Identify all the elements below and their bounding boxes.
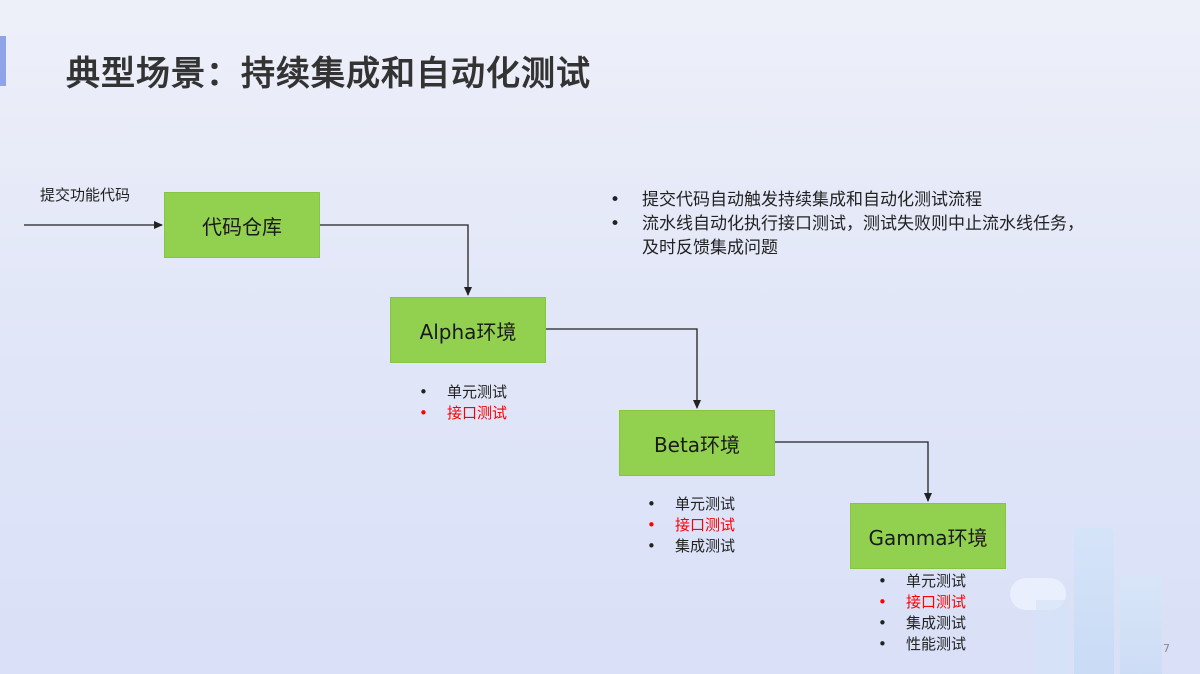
decorative-building — [1074, 528, 1114, 674]
title-accent-bar — [0, 36, 6, 86]
connector-alpha-to-beta — [546, 328, 701, 409]
test-item: 接口测试 — [647, 515, 735, 536]
gamma-test-list: 单元测试接口测试集成测试性能测试 — [878, 571, 966, 655]
node-gamma-environment: Gamma环境 — [850, 503, 1006, 569]
test-item: 接口测试 — [878, 592, 966, 613]
note-item: 流水线自动化执行接口测试，测试失败则中止流水线任务，及时反馈集成问题 — [610, 212, 1090, 260]
test-item: 单元测试 — [647, 494, 735, 515]
connector-repo-to-alpha — [320, 224, 472, 296]
decorative-building — [1120, 576, 1162, 674]
page-number: 7 — [1163, 642, 1170, 655]
test-item: 集成测试 — [647, 536, 735, 557]
alpha-test-list: 单元测试接口测试 — [419, 382, 507, 424]
beta-test-list: 单元测试接口测试集成测试 — [647, 494, 735, 557]
node-beta-environment: Beta环境 — [619, 410, 775, 476]
entry-label: 提交功能代码 — [40, 186, 131, 204]
slide-title: 典型场景：持续集成和自动化测试 — [66, 54, 591, 94]
test-item: 性能测试 — [878, 634, 966, 655]
decorative-building — [1036, 600, 1070, 674]
test-item: 单元测试 — [419, 382, 507, 403]
test-item: 单元测试 — [878, 571, 966, 592]
node-code-repository: 代码仓库 — [164, 192, 320, 258]
notes-list: 提交代码自动触发持续集成和自动化测试流程 流水线自动化执行接口测试，测试失败则中… — [610, 188, 1090, 260]
test-item: 接口测试 — [419, 403, 507, 424]
node-alpha-environment: Alpha环境 — [390, 297, 546, 363]
test-item: 集成测试 — [878, 613, 966, 634]
note-item: 提交代码自动触发持续集成和自动化测试流程 — [610, 188, 1090, 212]
connector-beta-to-gamma — [775, 441, 932, 502]
